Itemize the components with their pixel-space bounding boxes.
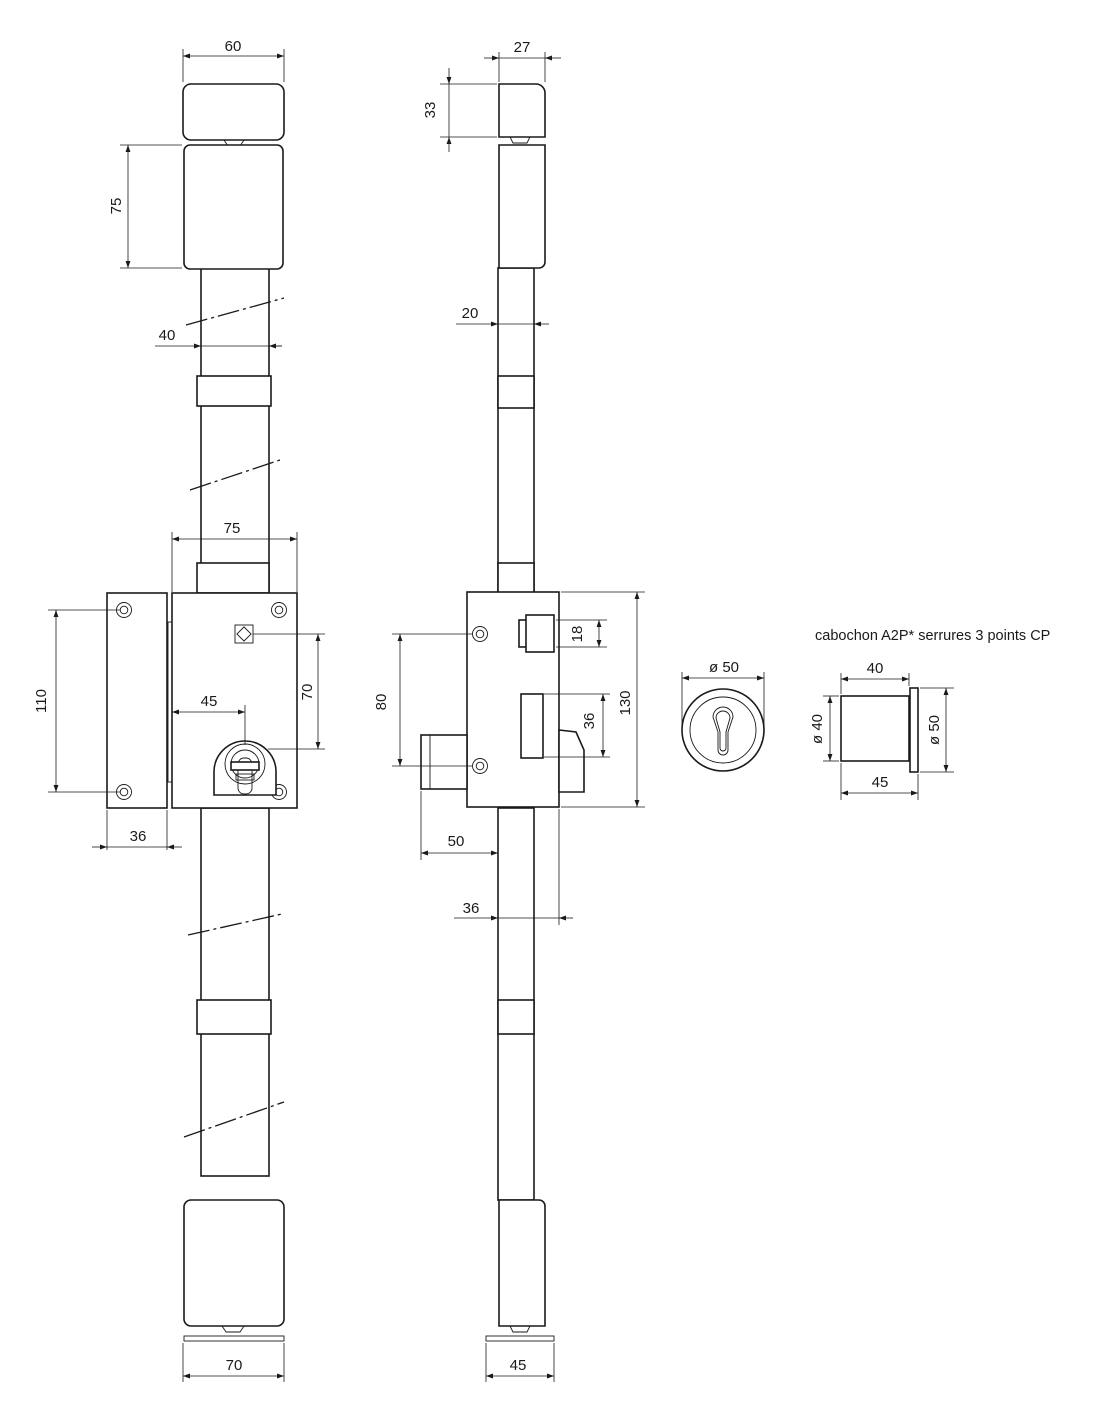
dim-front-keeper-height: 110 [33, 609, 120, 793]
dim-label: 33 [422, 102, 439, 119]
dim-label: 36 [463, 900, 480, 917]
dim-front-spindle-height: 70 [253, 633, 325, 750]
dim-label: 70 [226, 1357, 243, 1374]
dim-label: 27 [514, 39, 531, 56]
screw-icon [472, 626, 488, 774]
dim-label: 70 [299, 684, 316, 701]
dim-side-case-height: 130 [561, 591, 645, 808]
side-case-connector [497, 562, 535, 594]
dim-label: 75 [224, 520, 241, 537]
keyhole-icon [213, 740, 277, 796]
side-latch [520, 693, 544, 759]
dim-label: 50 [448, 833, 465, 850]
cabochon-body [840, 695, 910, 762]
front-view: 60 75 40 75 110 [33, 38, 325, 1382]
front-break-line-3 [187, 913, 283, 936]
cabochon-view: cabochon A2P* serrures 3 points CP 40 ø … [809, 628, 1050, 800]
dim-front-keeper-width: 36 [92, 810, 182, 850]
side-cylinder [420, 734, 468, 790]
dim-label: 36 [130, 828, 147, 845]
front-case-connector [196, 562, 270, 594]
front-upper-rod [200, 267, 270, 593]
front-keeper [106, 592, 168, 809]
dim-side-bottom-width: 45 [485, 1343, 555, 1382]
cabochon-caption: cabochon A2P* serrures 3 points CP [815, 628, 1050, 644]
dim-rosette-diameter: ø 50 [681, 659, 765, 728]
front-break-line-1 [185, 297, 285, 326]
front-break-line-2 [189, 459, 281, 491]
side-view: 27 33 20 18 80 [373, 39, 645, 1382]
dim-label: 45 [872, 774, 889, 791]
dim-side-top-cap-height: 33 [422, 68, 497, 152]
dim-front-top-box-height: 75 [108, 144, 182, 269]
side-latch-bevel [558, 729, 585, 793]
dim-label: ø 40 [809, 714, 826, 744]
rosette-view: ø 50 [681, 659, 765, 772]
dim-label: 60 [225, 38, 242, 55]
side-bottom-box-pin [509, 1325, 531, 1333]
side-top-box [498, 144, 546, 269]
front-bottom-box-pin [221, 1325, 245, 1333]
dim-side-cylinder-projection: 50 [420, 791, 498, 860]
front-lower-rod [200, 807, 270, 1177]
dim-label: 75 [108, 198, 125, 215]
dim-side-bolt-height: 18 [556, 619, 607, 648]
side-bottom-box [498, 1199, 546, 1327]
dim-side-depth: 36 [454, 809, 573, 925]
dim-label: 130 [617, 690, 634, 715]
rosette-inner [689, 696, 757, 764]
side-upper-rod [497, 267, 535, 593]
dim-label: ø 50 [709, 659, 739, 676]
dim-label: 40 [867, 660, 884, 677]
dim-label: 20 [462, 305, 479, 322]
dim-label: ø 50 [926, 715, 943, 745]
dim-front-case-width: 75 [171, 520, 298, 592]
dim-front-top-width: 60 [182, 38, 285, 82]
side-upper-guide [497, 375, 535, 409]
side-top-cap [498, 83, 546, 138]
front-lower-guide [196, 999, 272, 1035]
dim-front-cylinder-offset: 45 [172, 693, 246, 745]
dim-label: 36 [581, 713, 598, 730]
dim-label: 18 [569, 626, 586, 643]
dim-cabochon-body-diameter: ø 40 [809, 695, 839, 762]
front-lock-case-edge [167, 621, 173, 783]
dim-label: 110 [33, 689, 50, 713]
side-bolt-tongue [525, 614, 555, 653]
dim-front-bottom-width: 70 [182, 1343, 285, 1382]
front-bottom-box [183, 1199, 285, 1327]
dim-side-rod-width: 20 [456, 305, 549, 327]
keyhole-icon [712, 706, 734, 756]
dim-side-latch-height: 36 [544, 693, 610, 758]
dim-label: 80 [373, 694, 390, 711]
front-break-line-4 [183, 1101, 285, 1138]
dim-cabochon-flange-diameter: ø 50 [920, 687, 954, 773]
cabochon-flange [909, 687, 919, 773]
dim-label: 40 [159, 327, 176, 344]
dim-cabochon-total-length: 45 [840, 763, 919, 800]
dim-cabochon-length: 40 [840, 660, 910, 694]
side-bottom-plate [485, 1335, 555, 1342]
front-top-cap [182, 83, 285, 141]
side-lower-guide [497, 999, 535, 1035]
side-top-cap-pin [509, 136, 531, 144]
front-bottom-plate [183, 1335, 285, 1342]
rosette-outer [681, 688, 765, 772]
dim-front-rod-width: 40 [155, 327, 282, 349]
dim-side-screw-spacing: 80 [373, 633, 472, 767]
front-upper-guide [196, 375, 272, 407]
dim-label: 45 [201, 693, 218, 710]
dim-side-top-width: 27 [484, 39, 561, 82]
dim-label: 45 [510, 1357, 527, 1374]
front-top-box [183, 144, 284, 270]
